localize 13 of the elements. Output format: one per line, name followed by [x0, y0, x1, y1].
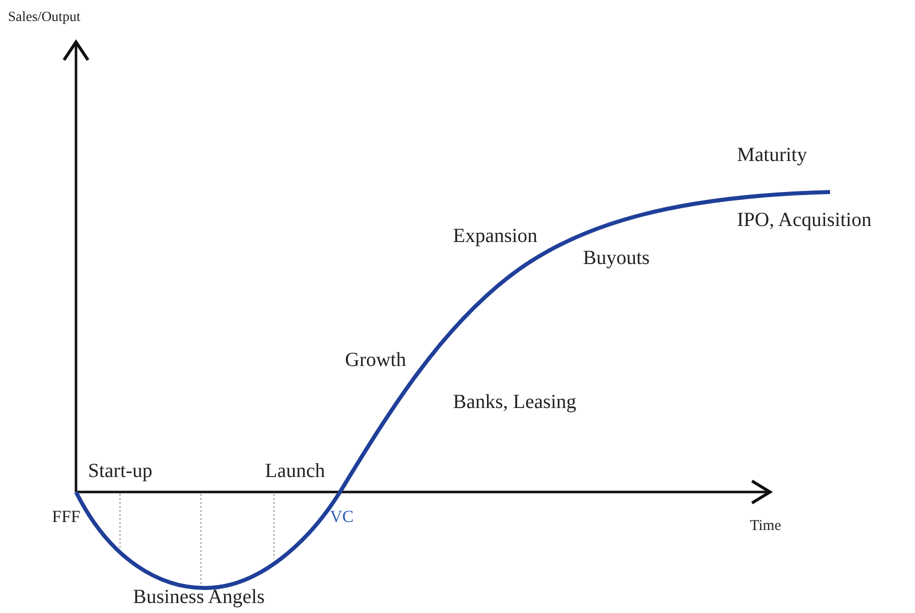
stage-label: Buyouts	[583, 247, 650, 269]
stage-label: Maturity	[737, 144, 807, 166]
stage-label: Sales/Output	[8, 10, 80, 26]
stage-label: Expansion	[453, 225, 538, 247]
stage-label: Time	[750, 518, 782, 534]
stage-label: Banks, Leasing	[453, 391, 576, 413]
stage-label: FFF	[52, 508, 80, 527]
stage-label: Business Angels	[133, 586, 265, 608]
stage-label: Growth	[345, 349, 406, 371]
stage-label: Launch	[265, 460, 325, 482]
stage-label: IPO, Acquisition	[737, 209, 872, 231]
stage-label: Start-up	[88, 460, 152, 482]
stage-label: VC	[330, 508, 354, 527]
